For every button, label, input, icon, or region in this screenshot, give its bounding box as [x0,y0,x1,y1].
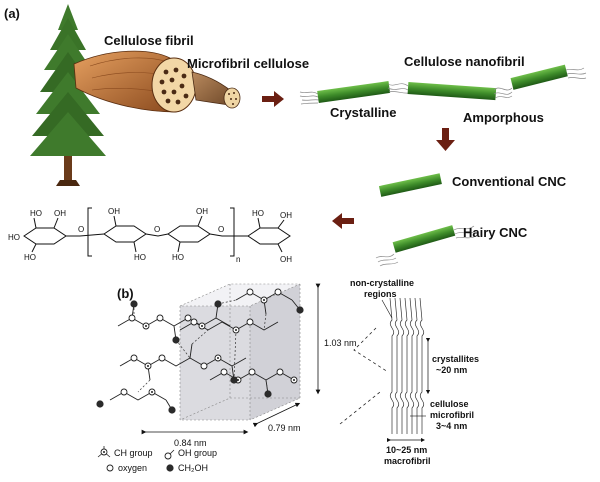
hydrogen-bonds [133,299,269,395]
chem-label: O [218,225,224,234]
cellulose-chemical-structure [23,207,291,257]
label-cellulose-nanofibril: Cellulose nanofibril [404,54,525,69]
label-amorphous: Amporphous [463,110,544,125]
label-macrofibril: macrofibril [384,456,431,466]
legend-ch2oh: CH₂OH [178,463,208,473]
ch2oh-icon [166,464,174,472]
chem-label: HO [252,209,264,218]
chem-label: HO [8,233,20,242]
ch-group-icon [97,446,111,458]
label-crystallites-size: ~20 nm [436,365,467,375]
chem-label: OH [280,211,292,220]
label-cellulose: cellulose [430,399,469,409]
cellulose-nanofibril-chain [299,64,587,105]
chem-label: HO [24,253,36,262]
label-macro-size: 10~25 nm [386,445,427,455]
label-regions: regions [364,289,397,299]
amorphous-region-2 [493,87,513,99]
nanofibril-crystalline-segment [510,64,568,90]
chem-label: OH [54,209,66,218]
macrofibril-bundle [389,297,425,434]
zoom-lines [339,327,389,425]
chem-label: O [78,225,84,234]
arrow-right-icon [262,91,284,107]
nanofibril-crystalline-segment [407,82,497,101]
legend-oxygen: oxygen [118,463,147,473]
label-cellulose-fibril: Cellulose fibril [104,33,194,48]
chem-label: HO [30,209,42,218]
chem-label: O [154,225,160,234]
pointer-line [381,299,393,319]
chem-label: HO [172,253,184,262]
panel-b-tag: (b) [117,286,134,301]
atoms [96,288,304,414]
label-crystallites: crystallites [432,354,479,364]
oxygen-icon [106,464,114,472]
hairy-cnc-rod [375,225,477,267]
unit-cell-box [179,283,301,421]
chem-label: n [236,255,240,264]
cellulose-fibril-icon [73,50,197,113]
amorphous-region-1 [387,83,410,94]
nanofibril-crystalline-segment [317,81,391,103]
label-crystalline: Crystalline [330,105,396,120]
label-hairy-cnc: Hairy CNC [463,225,528,240]
chem-label: HO [134,253,146,262]
dim-width-label: 0.84 nm [174,438,207,448]
label-microfibril: microfibril [430,410,474,420]
legend: CH group OH group oxygen CH₂OH [97,446,217,473]
label-conventional-cnc: Conventional CNC [452,174,567,189]
dimension-lines [141,283,321,435]
label-microfibril-cellulose: Microfibril cellulose [187,56,309,71]
arrow-left-icon [332,213,354,229]
chem-label: OH [196,207,208,216]
conventional-cnc-rod [378,173,442,197]
arrow-down-icon [436,128,455,151]
chem-label: OH [280,255,292,264]
chemical-labels: HO OH HO HO O OH HO O HO OH O n HO OH OH [8,207,292,264]
legend-oh-group: OH group [178,448,217,458]
dim-height-label: 1.03 nm [324,338,357,348]
chem-label: OH [108,207,120,216]
legend-ch-group: CH group [114,448,153,458]
oh-group-icon [164,449,175,460]
microfibril-cellulose-icon [191,71,241,109]
label-non-crystalline: non-crystalline [350,278,414,288]
panel-a-tag: (a) [4,6,20,21]
label-microfibril-size: 3~4 nm [436,421,467,431]
dim-depth-label: 0.79 nm [268,423,301,433]
